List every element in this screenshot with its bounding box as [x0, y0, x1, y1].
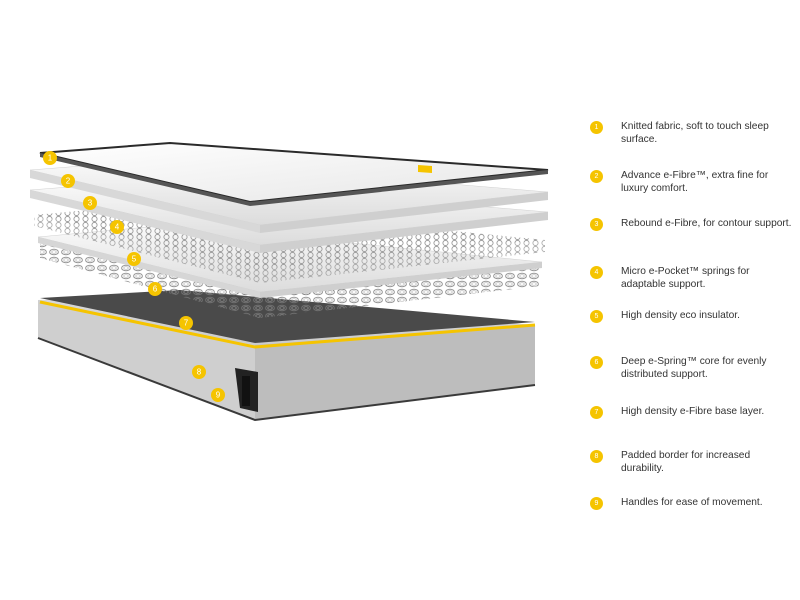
knitted-top-layer — [39, 141, 549, 206]
legend-item-4: 4 Micro e-Pocket™ springs for adaptable … — [590, 266, 795, 291]
legend-item-9: 9 Handles for ease of movement. — [590, 497, 795, 510]
legend-text: Micro e-Pocket™ springs for adaptable su… — [621, 266, 750, 290]
legend-text: Advance e-Fibre™, extra fine for luxury … — [621, 170, 769, 194]
svg-text:3: 3 — [88, 199, 93, 208]
callout-legend: 1 Knitted fabric, soft to touch sleep su… — [590, 0, 795, 600]
svg-text:5: 5 — [132, 255, 137, 264]
diagram-marker-5: 5 — [127, 252, 141, 266]
legend-item-6: 6 Deep e-Spring™ core for evenly distrib… — [590, 356, 795, 381]
legend-text: Deep e-Spring™ core for evenly distribut… — [621, 356, 767, 380]
legend-number-badge: 4 — [590, 266, 603, 279]
diagram-marker-6: 6 — [148, 282, 162, 296]
svg-text:1: 1 — [48, 154, 53, 163]
svg-text:9: 9 — [216, 391, 221, 400]
diagram-marker-8: 8 — [192, 365, 206, 379]
diagram-marker-4: 4 — [110, 220, 124, 234]
legend-text: Padded border for increased durability. — [621, 450, 751, 474]
svg-text:7: 7 — [184, 319, 189, 328]
legend-number-badge: 5 — [590, 310, 603, 323]
legend-number-badge: 8 — [590, 450, 603, 463]
legend-text: Knitted fabric, soft to touch sleep surf… — [621, 121, 769, 145]
legend-text: Handles for ease of movement. — [621, 497, 763, 508]
mattress-base — [37, 290, 536, 422]
legend-number-badge: 6 — [590, 356, 603, 369]
diagram-marker-2: 2 — [61, 174, 75, 188]
diagram-marker-9: 9 — [211, 388, 225, 402]
legend-item-5: 5 High density eco insulator. — [590, 310, 795, 323]
diagram-marker-3: 3 — [83, 196, 97, 210]
legend-text: High density e-Fibre base layer. — [621, 406, 765, 417]
svg-text:2: 2 — [66, 177, 71, 186]
mattress-exploded-diagram: 1 2 3 4 5 6 7 8 9 — [29, 141, 549, 422]
diagram-marker-1: 1 — [43, 151, 57, 165]
brand-label — [242, 376, 250, 406]
svg-text:4: 4 — [115, 223, 120, 232]
legend-number-badge: 9 — [590, 497, 603, 510]
legend-number-badge: 3 — [590, 218, 603, 231]
legend-item-3: 3 Rebound e-Fibre, for contour support. — [590, 218, 795, 231]
legend-item-2: 2 Advance e-Fibre™, extra fine for luxur… — [590, 170, 795, 195]
svg-text:6: 6 — [153, 285, 158, 294]
legend-number-badge: 2 — [590, 170, 603, 183]
legend-item-7: 7 High density e-Fibre base layer. — [590, 406, 795, 419]
legend-item-8: 8 Padded border for increased durability… — [590, 450, 795, 475]
diagram-marker-7: 7 — [179, 316, 193, 330]
legend-text: Rebound e-Fibre, for contour support. — [621, 218, 792, 229]
legend-number-badge: 1 — [590, 121, 603, 134]
legend-number-badge: 7 — [590, 406, 603, 419]
legend-text: High density eco insulator. — [621, 310, 740, 321]
legend-item-1: 1 Knitted fabric, soft to touch sleep su… — [590, 121, 795, 146]
svg-text:8: 8 — [197, 368, 202, 377]
